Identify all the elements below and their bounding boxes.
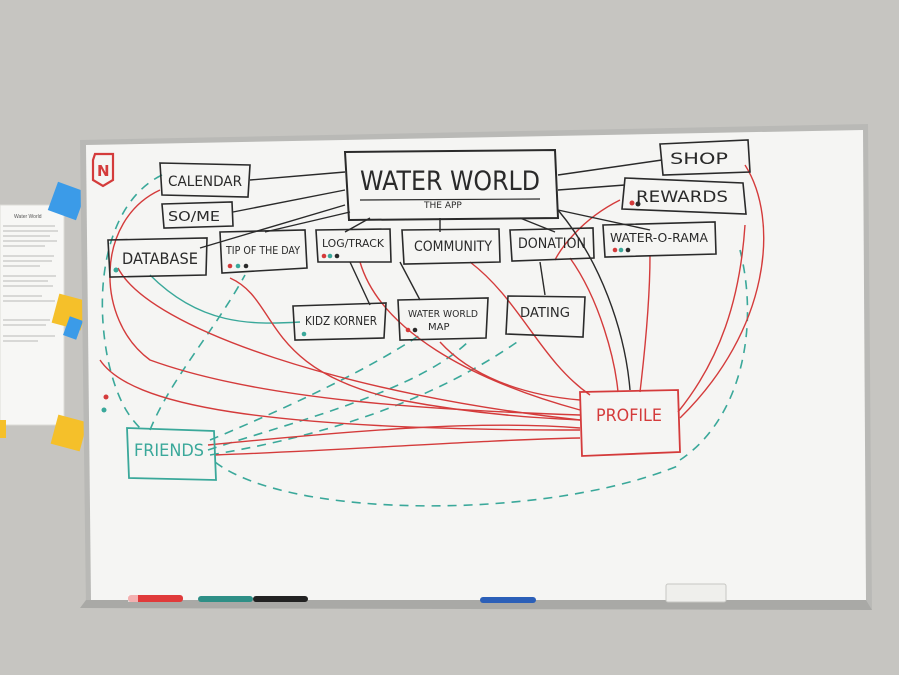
some-box: SO/ME: [161, 201, 234, 229]
black-dot-icon: [635, 201, 641, 207]
sticky-note-blue: [47, 181, 87, 221]
blue-marker-icon: [480, 597, 536, 603]
red-dot-icon: [612, 247, 618, 253]
paper-sheet: [0, 204, 65, 426]
logo: N: [91, 152, 115, 188]
teal-solid-links: [149, 274, 301, 324]
some-label: SO/ME: [168, 210, 220, 225]
red-dot-icon: [227, 263, 233, 269]
water-o-rama-box: WATER-O-RAMA: [602, 221, 717, 258]
eraser-icon: [665, 583, 727, 603]
logo-letter: N: [97, 162, 110, 180]
kidz-korner-box: KIDZ KORNER: [292, 302, 387, 341]
waterorama-label: WATER-O-RAMA: [610, 231, 709, 245]
profile-box: PROFILE: [579, 389, 681, 457]
database-box: DATABASE: [107, 237, 208, 278]
red-dot-icon: [321, 253, 327, 259]
paper-heading: Water World: [14, 214, 42, 220]
profile-label: PROFILE: [596, 406, 662, 426]
whiteboard: [80, 124, 872, 610]
title-underline: [359, 198, 541, 201]
sticky-note-blue: [63, 316, 83, 340]
calendar-label: CALENDAR: [168, 174, 242, 190]
water-world-map-box: WATER WORLD MAP: [397, 297, 489, 341]
sticky-note-yellow: [50, 414, 88, 452]
red-marker-icon: [128, 595, 183, 602]
black-dot-icon: [412, 327, 418, 333]
donation-box: DONATION: [509, 227, 595, 262]
log-track-box: LOG/TRACK: [315, 228, 392, 263]
sticky-note-yellow: [0, 420, 6, 438]
tip-of-the-day-box: TIP OF THE DAY: [219, 229, 308, 274]
teal-dot-icon: [113, 267, 119, 273]
logtrack-label: LOG/TRACK: [322, 237, 385, 250]
community-box: COMMUNITY: [401, 228, 501, 265]
dating-label: DATING: [520, 306, 570, 321]
whiteboard-surface: [86, 130, 866, 600]
friends-label: FRIENDS: [134, 441, 204, 461]
teal-dot-icon: [101, 407, 107, 413]
shop-label: SHOP: [670, 149, 728, 168]
teal-dashed-links: [101, 174, 749, 507]
red-dot-icon: [629, 200, 635, 206]
shop-box: SHOP: [659, 139, 751, 176]
kidz-label: KIDZ KORNER: [305, 314, 377, 328]
teal-dot-icon: [327, 253, 333, 259]
teal-marker-icon: [198, 596, 253, 602]
black-dot-icon: [243, 263, 249, 269]
teal-dot-icon: [618, 247, 624, 253]
red-dot-icon: [405, 327, 411, 333]
paper-lines: [3, 225, 58, 342]
rewards-label: REWARDS: [636, 187, 728, 206]
tray-items: [128, 583, 727, 603]
map-label-line2: MAP: [428, 322, 450, 333]
board-title: WATER WORLD: [360, 166, 540, 197]
red-dot-icon: [103, 394, 109, 400]
map-label-line1: WATER WORLD: [408, 309, 478, 320]
community-label: COMMUNITY: [414, 239, 492, 255]
black-dot-icon: [625, 247, 631, 253]
title-box: WATER WORLD THE APP: [343, 148, 560, 222]
sticky-notes: [0, 181, 89, 452]
board-subtitle: THE APP: [423, 201, 462, 211]
friends-box: FRIENDS: [126, 427, 217, 481]
teal-dot-icon: [235, 263, 241, 269]
logo-shield-icon: [91, 152, 115, 188]
black-marker-icon: [253, 596, 308, 602]
teal-dot-icon: [301, 331, 307, 337]
donation-label: DONATION: [518, 236, 586, 252]
title-box-outline: [343, 148, 560, 222]
rewards-box: REWARDS: [621, 177, 747, 215]
black-links: [199, 159, 663, 391]
database-label: DATABASE: [122, 249, 198, 268]
red-links: [99, 164, 765, 456]
black-dot-icon: [334, 253, 340, 259]
tip-label: TIP OF THE DAY: [225, 244, 300, 257]
dating-box: DATING: [505, 295, 586, 338]
calendar-box: CALENDAR: [159, 162, 251, 198]
wall-paper: Water World: [0, 204, 65, 426]
